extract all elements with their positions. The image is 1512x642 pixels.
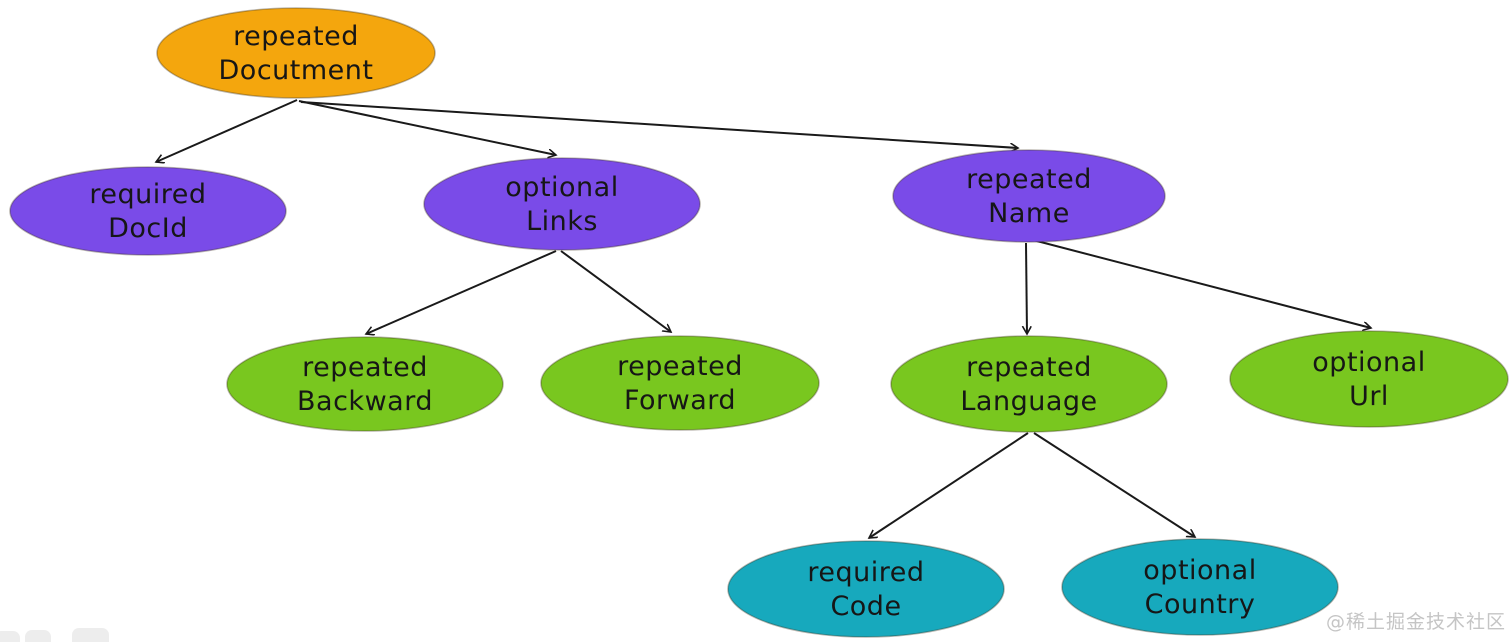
node-document: repeated Docutment [156,7,436,99]
node-name: repeated Name [892,149,1166,243]
node-country: optional Country [1061,538,1339,636]
edge-document-docid [156,99,298,162]
node-name-shape [892,149,1166,243]
edge-language-code [869,432,1029,538]
node-document-modifier: repeated [233,21,359,52]
node-language: repeated Language [890,335,1168,433]
node-language-modifier: repeated [966,352,1092,383]
node-code-shape [727,540,1005,638]
node-backward-shape [226,336,504,432]
cropped-ui-chip [72,628,109,642]
edge-language-country [1033,432,1195,537]
node-backward-name: Backward [297,386,433,417]
edge-document-name [300,101,1018,148]
node-docid-name: DocId [108,213,188,244]
node-url-name: Url [1349,381,1389,412]
node-backward-modifier: repeated [302,352,428,383]
node-links: optional Links [423,157,701,251]
node-country-shape [1061,538,1339,636]
node-country-name: Country [1145,589,1256,620]
node-links-name: Links [526,206,598,237]
node-code-name: Code [830,591,901,622]
node-forward-name: Forward [624,385,736,416]
edges-group [156,99,1371,538]
node-forward-modifier: repeated [617,351,743,382]
node-forward: repeated Forward [540,335,820,431]
node-name-name: Name [988,198,1070,229]
node-name-modifier: repeated [966,164,1092,195]
node-country-modifier: optional [1143,555,1256,586]
node-links-modifier: optional [505,172,618,203]
cropped-ui-chip [0,631,20,642]
edge-document-links [298,100,556,155]
node-url: optional Url [1229,330,1509,428]
watermark-text: @稀土掘金技术社区 [1325,611,1506,633]
node-document-name: Docutment [219,55,374,86]
node-docid-shape [9,166,287,256]
node-language-shape [890,335,1168,433]
node-url-shape [1229,330,1509,428]
node-language-name: Language [960,386,1097,417]
node-docid: required DocId [9,166,287,256]
edge-name-url [1032,239,1371,328]
node-forward-shape [540,335,820,431]
edge-links-forward [560,250,671,332]
node-links-shape [423,157,701,251]
node-code-modifier: required [807,557,924,588]
node-url-modifier: optional [1312,347,1425,378]
node-backward: repeated Backward [226,336,504,432]
cropped-ui-chip [25,630,51,642]
edge-name-language [1026,242,1027,334]
node-docid-modifier: required [89,179,206,210]
node-code: required Code [727,540,1005,638]
edge-links-backward [366,250,557,334]
node-document-shape [156,7,436,99]
